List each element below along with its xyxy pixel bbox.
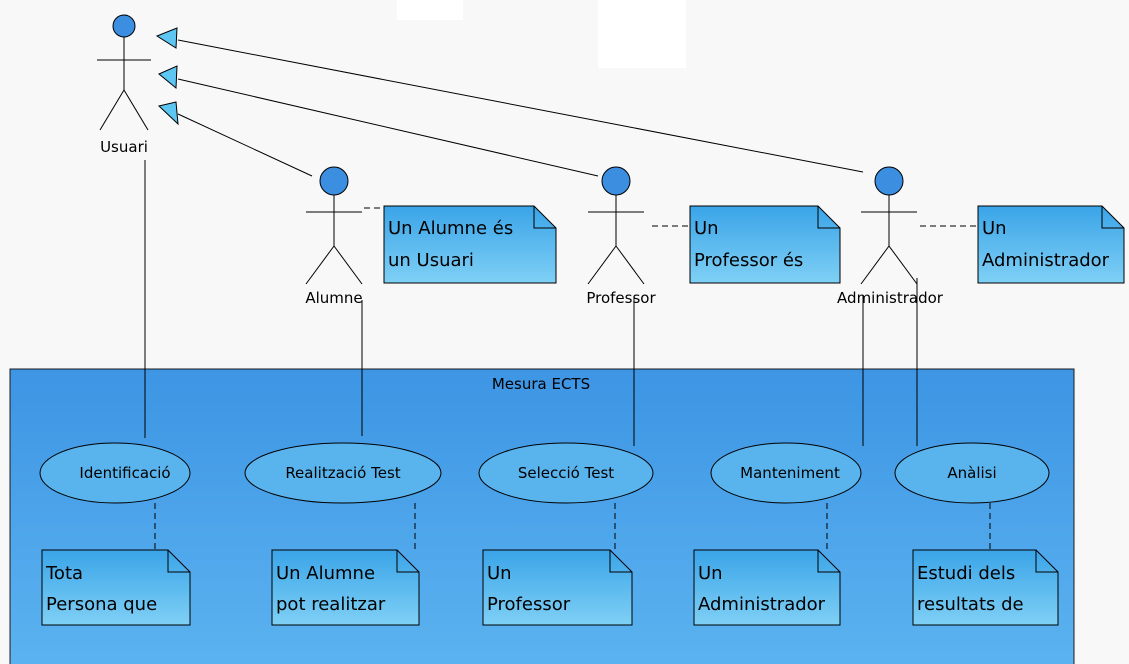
- usecase-analisi[interactable]: Anàlisi: [894, 442, 1050, 504]
- note-professor-line2: Professor és: [694, 250, 803, 271]
- actor-label-professor: Professor: [586, 289, 656, 307]
- background-patch: [598, 0, 686, 68]
- note-seleccio-line1: Un: [487, 563, 512, 584]
- actor-usuari[interactable]: Usuari: [97, 14, 151, 156]
- background-patch: [397, 0, 463, 20]
- actor-label-usuari: Usuari: [100, 138, 148, 156]
- note-administrador-line1: Un: [982, 218, 1007, 239]
- note-seleccio[interactable]: Un Professor: [482, 549, 633, 626]
- generalization-alumne[interactable]: [157, 101, 313, 177]
- note-identificacio-line2: Persona que: [46, 594, 157, 615]
- usecase-realitzacio[interactable]: Realització Test: [244, 442, 442, 504]
- usecase-label: Manteniment: [740, 464, 840, 482]
- usecase-manteniment[interactable]: Manteniment: [710, 442, 862, 504]
- actor-label-alumne: Alumne: [305, 289, 362, 307]
- generalization-professor[interactable]: [158, 65, 599, 177]
- note-manteniment[interactable]: Un Administrador: [693, 549, 841, 626]
- note-analisi[interactable]: Estudi dels resultats de: [912, 549, 1059, 626]
- actor-head-icon: [601, 166, 631, 196]
- note-realitzacio-line2: pot realitzar: [276, 594, 386, 615]
- usecase-label: Selecció Test: [518, 464, 614, 482]
- actor-alumne[interactable]: Alumne: [305, 166, 363, 307]
- generalization-administrador[interactable]: [155, 27, 864, 173]
- note-realitzacio[interactable]: Un Alumne pot realitzar: [271, 549, 420, 626]
- note-professor[interactable]: Un Professor és: [689, 205, 841, 284]
- actor-head-icon: [874, 166, 904, 196]
- note-seleccio-line2: Professor: [487, 594, 571, 615]
- usecase-label: Anàlisi: [947, 464, 996, 482]
- note-identificacio[interactable]: Tota Persona que: [41, 549, 191, 626]
- note-manteniment-line2: Administrador: [698, 594, 826, 615]
- usecase-seleccio[interactable]: Selecció Test: [478, 442, 654, 504]
- actor-head-icon: [319, 166, 349, 196]
- note-alumne-line1: Un Alumne és: [388, 218, 513, 239]
- note-realitzacio-line1: Un Alumne: [276, 563, 375, 584]
- note-alumne-line2: un Usuari: [388, 250, 474, 271]
- usecase-label: Realització Test: [285, 464, 400, 482]
- usecase-identificacio[interactable]: Identificació: [39, 442, 191, 504]
- actor-professor[interactable]: Professor: [586, 166, 656, 307]
- note-analisi-line1: Estudi dels: [917, 563, 1015, 584]
- note-administrador-line2: Administrador: [982, 250, 1110, 271]
- note-professor-line1: Un: [694, 218, 719, 239]
- note-manteniment-line1: Un: [698, 563, 723, 584]
- actor-head-icon: [112, 14, 136, 38]
- usecase-label: Identificació: [79, 464, 170, 482]
- note-administrador[interactable]: Un Administrador: [977, 205, 1125, 284]
- system-title: Mesura ECTS: [492, 375, 590, 393]
- actor-administrador[interactable]: Administrador: [837, 166, 944, 307]
- note-analisi-line2: resultats de: [917, 594, 1024, 615]
- note-identificacio-line1: Tota: [45, 563, 83, 584]
- note-alumne[interactable]: Un Alumne és un Usuari: [383, 205, 557, 284]
- actor-label-administrador: Administrador: [837, 289, 944, 307]
